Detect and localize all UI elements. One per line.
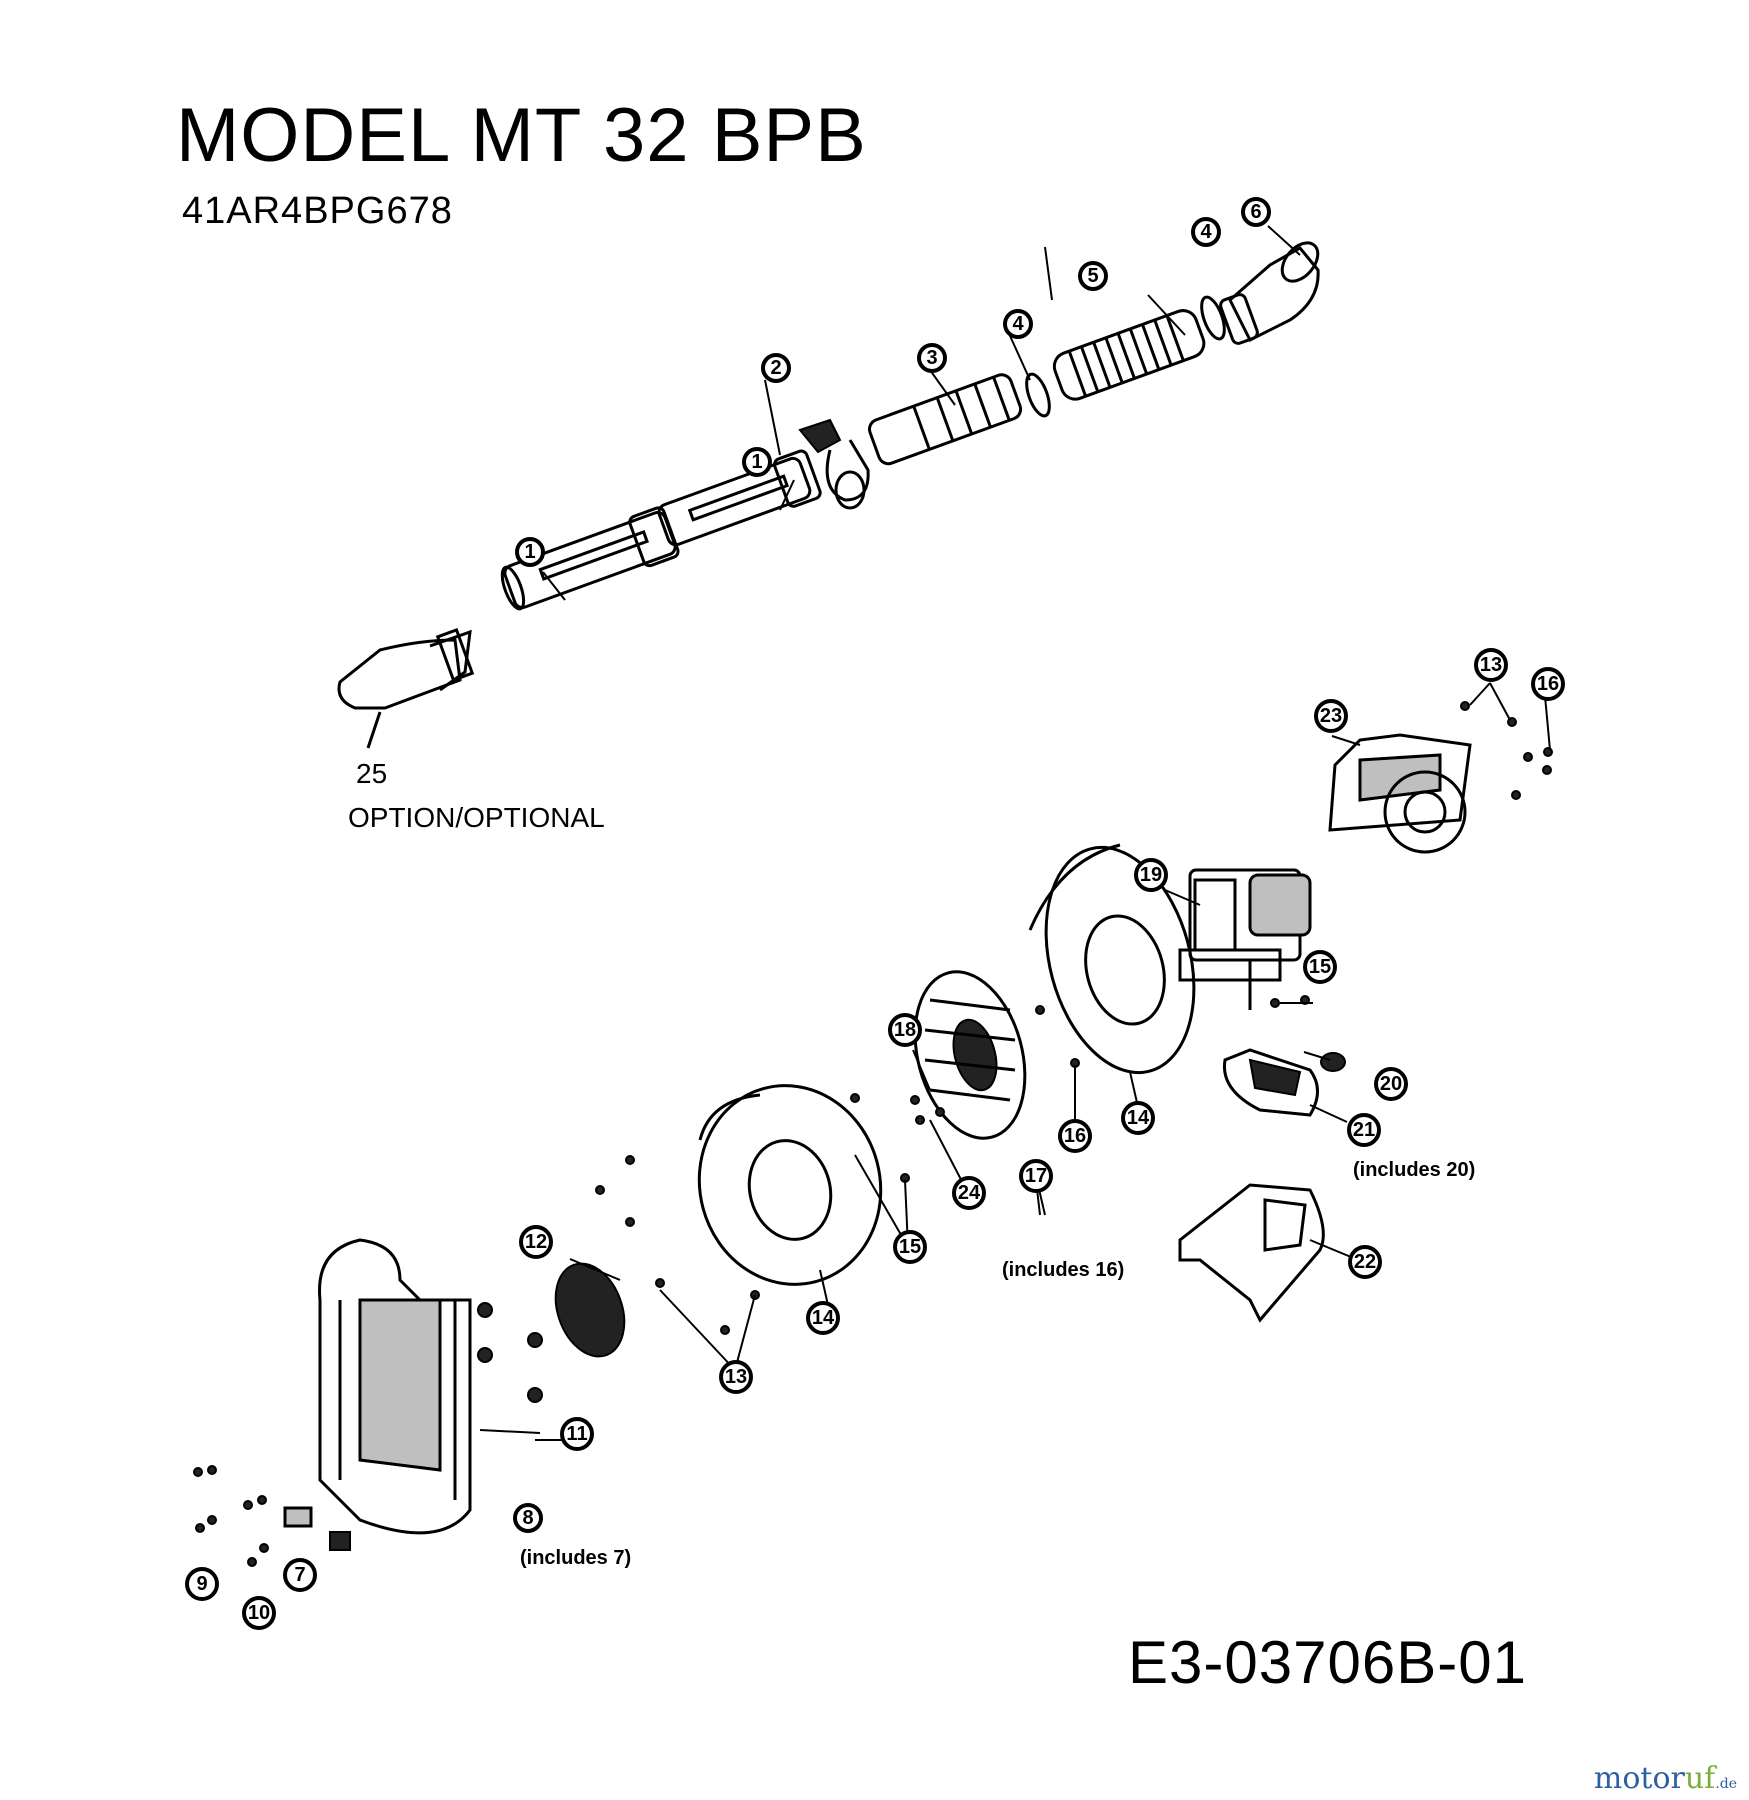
callout-4-b: 4 bbox=[1191, 217, 1221, 247]
svg-text:20: 20 bbox=[1380, 1073, 1402, 1095]
part-ring-4b bbox=[1200, 295, 1226, 341]
callout-leader-lines bbox=[479, 225, 1551, 1441]
callout-11: 11 bbox=[560, 1417, 594, 1451]
svg-text:7: 7 bbox=[294, 1564, 305, 1586]
callout-17: 17 bbox=[1019, 1159, 1053, 1193]
svg-text:9: 9 bbox=[196, 1573, 207, 1595]
callout-13-a: 13 bbox=[719, 1360, 753, 1394]
svg-text:16: 16 bbox=[1537, 673, 1559, 695]
callout-18: 18 bbox=[888, 1013, 922, 1047]
part-fuel-cap-20 bbox=[1320, 1052, 1346, 1072]
callout-13-b: 13 bbox=[1474, 648, 1508, 682]
callout-6: 6 bbox=[1241, 197, 1271, 227]
model-number: 41AR4BPG678 bbox=[182, 190, 453, 232]
callout-1-a: 1 bbox=[515, 537, 545, 567]
part-corrugated-hose-5 bbox=[1052, 309, 1206, 401]
note-includes-20: (includes 20) bbox=[1353, 1159, 1475, 1181]
part-rear-cover-23 bbox=[1328, 733, 1472, 854]
svg-text:24: 24 bbox=[958, 1182, 981, 1204]
part-tube-1a bbox=[500, 506, 680, 611]
note-includes-16: (includes 16) bbox=[1002, 1259, 1124, 1281]
callout-20: 20 bbox=[1374, 1067, 1408, 1101]
callout-22: 22 bbox=[1348, 1245, 1382, 1279]
svg-text:1: 1 bbox=[524, 541, 535, 563]
part-flex-tube-3 bbox=[868, 373, 1023, 466]
svg-text:10: 10 bbox=[248, 1602, 270, 1624]
part-engine-19 bbox=[1178, 868, 1312, 1010]
hardware-fasteners bbox=[193, 701, 1553, 1567]
svg-text:3: 3 bbox=[926, 347, 937, 369]
svg-text:16: 16 bbox=[1064, 1125, 1086, 1147]
svg-text:8: 8 bbox=[522, 1507, 533, 1529]
callout-16-a: 16 bbox=[1531, 667, 1565, 701]
callout-14-a: 14 bbox=[1121, 1101, 1155, 1135]
part-backpack-frame-8 bbox=[318, 1238, 472, 1535]
note-includes-7: (includes 7) bbox=[520, 1547, 631, 1569]
svg-text:18: 18 bbox=[894, 1019, 916, 1041]
callout-15-a: 15 bbox=[1303, 950, 1337, 984]
optional-part-label: OPTION/OPTIONAL bbox=[348, 802, 605, 833]
svg-text:21: 21 bbox=[1353, 1119, 1375, 1141]
svg-text:5: 5 bbox=[1087, 265, 1098, 287]
svg-text:15: 15 bbox=[1309, 956, 1331, 978]
callout-21: 21 bbox=[1347, 1113, 1381, 1147]
callout-16-b: 16 bbox=[1058, 1119, 1092, 1153]
svg-text:12: 12 bbox=[525, 1231, 547, 1253]
part-tube-1b bbox=[657, 449, 822, 547]
callout-2: 2 bbox=[761, 353, 791, 383]
model-title: MODEL MT 32 BPB bbox=[176, 93, 867, 178]
part-elbow-clamp-2 bbox=[798, 418, 870, 510]
callout-9: 9 bbox=[185, 1567, 219, 1601]
callout-7: 7 bbox=[283, 1558, 317, 1592]
svg-text:22: 22 bbox=[1354, 1251, 1376, 1273]
callout-19: 19 bbox=[1134, 858, 1168, 892]
diagram-code: E3-03706B-01 bbox=[1128, 1629, 1527, 1696]
svg-text:4: 4 bbox=[1012, 313, 1024, 335]
callout-4-a: 4 bbox=[1003, 309, 1033, 339]
svg-text:4: 4 bbox=[1200, 221, 1212, 243]
part-ring-4a bbox=[1025, 372, 1051, 418]
callout-8: 8 bbox=[513, 1503, 543, 1533]
svg-text:13: 13 bbox=[725, 1366, 747, 1388]
callout-3: 3 bbox=[917, 343, 947, 373]
svg-text:11: 11 bbox=[566, 1423, 587, 1445]
svg-text:14: 14 bbox=[812, 1307, 835, 1329]
part-cover-plate-12 bbox=[554, 1262, 626, 1358]
part-housing-half-14b bbox=[697, 1084, 883, 1286]
svg-text:17: 17 bbox=[1025, 1165, 1047, 1187]
part-nozzle-optional bbox=[337, 628, 475, 749]
callout-14-b: 14 bbox=[806, 1301, 840, 1335]
callout-10: 10 bbox=[242, 1596, 276, 1630]
svg-text:6: 6 bbox=[1250, 201, 1261, 223]
svg-text:1: 1 bbox=[751, 451, 762, 473]
svg-text:2: 2 bbox=[770, 357, 781, 379]
callout-24: 24 bbox=[952, 1176, 986, 1210]
callout-12: 12 bbox=[519, 1225, 553, 1259]
part-fuel-tank-21 bbox=[1222, 1048, 1319, 1117]
svg-text:23: 23 bbox=[1320, 705, 1342, 727]
callout-23: 23 bbox=[1314, 699, 1348, 733]
watermark-logo: motoruf.de bbox=[1593, 1761, 1737, 1796]
callout-5: 5 bbox=[1078, 261, 1108, 291]
part-swivel-elbow-6 bbox=[1219, 241, 1320, 345]
part-frame-22 bbox=[1178, 1183, 1325, 1323]
svg-text:19: 19 bbox=[1140, 864, 1162, 886]
part-housing-half-14a bbox=[1028, 843, 1196, 1075]
svg-text:14: 14 bbox=[1127, 1107, 1150, 1129]
svg-text:15: 15 bbox=[899, 1236, 921, 1258]
svg-text:13: 13 bbox=[1480, 654, 1502, 676]
callout-1-b: 1 bbox=[742, 447, 772, 477]
optional-part-number: 25 bbox=[356, 758, 388, 789]
callout-15-b: 15 bbox=[893, 1230, 927, 1264]
